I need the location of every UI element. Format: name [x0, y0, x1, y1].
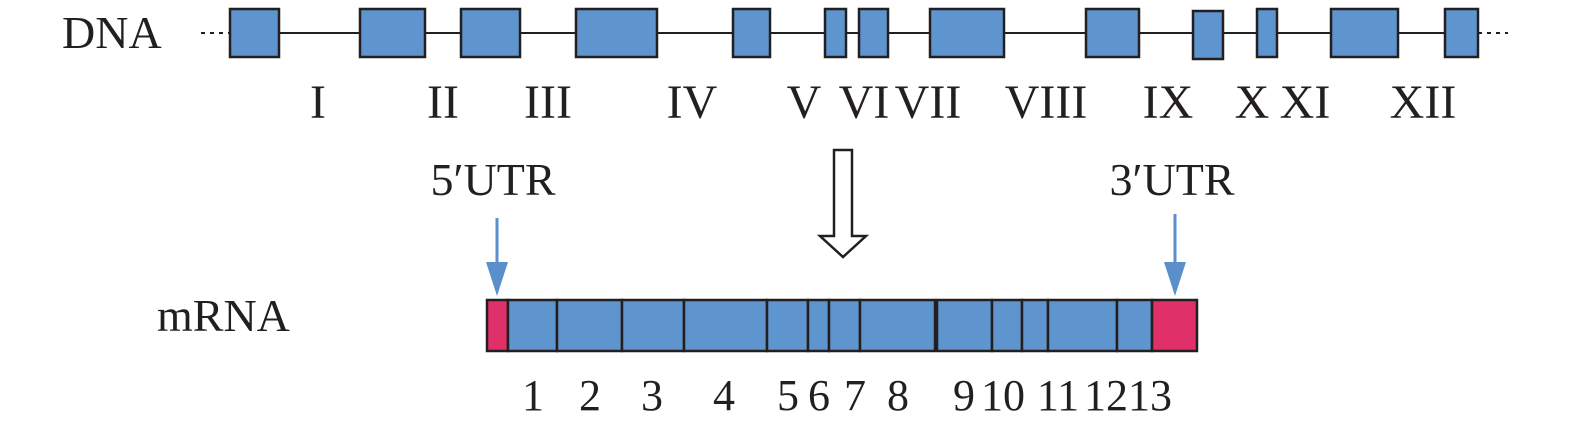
- roman-label: IV: [667, 76, 718, 129]
- roman-label: VI: [839, 76, 890, 129]
- dna-exon: [1329, 7, 1400, 59]
- arrow-head: [486, 262, 508, 296]
- segment-number: 2: [579, 371, 601, 420]
- three-prime-utr-arrow: [1164, 214, 1186, 296]
- segment-number: 3: [641, 371, 663, 420]
- roman-label: II: [427, 76, 459, 129]
- dna-label: DNA: [62, 7, 162, 58]
- roman-label: III: [524, 76, 572, 129]
- roman-label: XI: [1280, 76, 1331, 129]
- segment-number: 5: [777, 371, 799, 420]
- segment-number: 1: [522, 371, 544, 420]
- mrna-label: mRNA: [157, 290, 290, 341]
- five-prime-utr-arrow: [486, 218, 508, 296]
- dna-exon: [928, 7, 1006, 59]
- dna-exon: [731, 7, 772, 59]
- segment-number: 12: [1084, 371, 1128, 420]
- segment-number: 9: [953, 371, 975, 420]
- roman-label: I: [310, 76, 326, 129]
- segment-number: 6: [808, 371, 830, 420]
- arrow-head: [1164, 262, 1186, 296]
- roman-label: VII: [895, 76, 962, 129]
- roman-label: X: [1235, 76, 1270, 129]
- mrna-segment: [506, 298, 559, 353]
- mrna-segment: [765, 298, 810, 353]
- segment-number: 10: [981, 371, 1025, 420]
- three-prime-utr-label: 3′UTR: [1109, 154, 1234, 205]
- segment-number: 8: [887, 371, 909, 420]
- mrna-segment-numbers: 1 2 3 4 5 6 7 8 9 10 11 12 13: [522, 371, 1172, 420]
- mrna-segment: [990, 298, 1024, 353]
- mrna-segment: [1115, 298, 1154, 353]
- segment-number: 13: [1128, 371, 1172, 420]
- mrna-segment: [858, 298, 937, 353]
- dna-exon: [459, 7, 522, 59]
- transcription-arrow: [816, 148, 870, 259]
- dna-exon: [823, 7, 848, 59]
- dna-exon: [857, 7, 890, 59]
- roman-label: XII: [1390, 76, 1457, 129]
- mrna-segment: [1020, 298, 1050, 353]
- mrna-segment: [806, 298, 831, 353]
- mrna-segment: [682, 298, 769, 353]
- roman-label: IX: [1143, 76, 1194, 129]
- three-prime-utr-segment: [1150, 298, 1199, 353]
- mrna-segment: [935, 298, 994, 353]
- five-prime-utr-segment: [485, 298, 510, 353]
- exon-roman-labels: I II III IV V VI VII VIII IX X XI XII: [310, 76, 1456, 129]
- mrna-segment: [555, 298, 624, 353]
- mrna-segment: [1046, 298, 1119, 353]
- dna-exon: [1443, 7, 1480, 59]
- mrna-segment: [620, 298, 686, 353]
- five-prime-utr-label: 5′UTR: [430, 154, 555, 205]
- segment-number: 7: [844, 371, 866, 420]
- mrna-segment: [827, 298, 862, 353]
- roman-label: VIII: [1005, 76, 1088, 129]
- dna-exon: [358, 7, 427, 59]
- mrna-strip: [485, 298, 1199, 353]
- dna-exon: [1255, 7, 1279, 59]
- dna-exon: [1084, 7, 1141, 59]
- dna-exon: [228, 7, 281, 59]
- dna-exons: [228, 7, 1480, 61]
- dna-exon: [574, 7, 659, 59]
- dna-exon: [1191, 9, 1225, 61]
- roman-label: V: [787, 76, 822, 129]
- segment-number: 11: [1037, 371, 1079, 420]
- segment-number: 4: [713, 371, 735, 420]
